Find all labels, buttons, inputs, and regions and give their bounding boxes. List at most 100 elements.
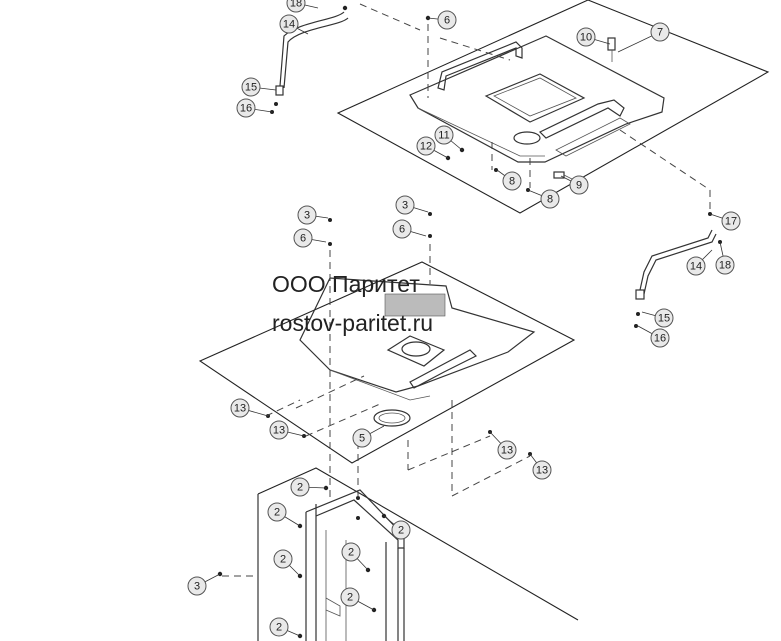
middle-floor-plate	[198, 212, 576, 464]
callout-circle	[654, 308, 674, 328]
callout-c17: 17	[709, 211, 741, 231]
callout-c18b: 18	[715, 241, 735, 275]
callout-label: 2	[398, 525, 404, 537]
callout-circle	[715, 255, 735, 275]
callout-c5: 5	[352, 425, 385, 448]
callout-c3b: 3	[395, 195, 429, 215]
callout-c13a: 13	[230, 398, 269, 418]
callout-label: 8	[547, 194, 553, 206]
callout-circle	[576, 27, 596, 47]
callout-label: 2	[297, 482, 303, 494]
callout-circle	[721, 211, 741, 231]
callout-label: 6	[444, 15, 450, 27]
callout-label: 13	[501, 445, 513, 457]
callout-c10: 10	[576, 27, 611, 47]
callout-circle	[497, 440, 517, 460]
callout-c6a: 6	[427, 10, 457, 30]
callout-c14a: 14	[279, 14, 309, 35]
callout-label: 2	[276, 622, 282, 634]
callout-c2a: 2	[290, 477, 327, 497]
callout-c18a: 18	[286, 0, 319, 13]
callout-c2g: 2	[269, 617, 301, 637]
callout-circle	[391, 520, 411, 540]
callout-label: 2	[280, 554, 286, 566]
callout-label: 10	[580, 32, 592, 44]
alignment-lines	[222, 3, 711, 577]
callout-circle	[290, 477, 310, 497]
callout-c2e: 2	[341, 542, 369, 571]
callout-c15a: 15	[241, 77, 277, 97]
callout-circle	[297, 205, 317, 225]
callout-group: 18 6 14 10 7 15 16 11 12 8 9 8 17 3 3 6 6 14 18 15 16 13 13 5 13…	[187, 0, 741, 637]
callout-c9: 9	[560, 175, 589, 195]
callout-label: 12	[420, 141, 432, 153]
callout-label: 11	[438, 130, 449, 142]
callout-label: 3	[304, 210, 310, 222]
callout-circle	[273, 549, 293, 569]
callout-c7: 7	[617, 22, 670, 53]
callout-circle	[502, 171, 522, 191]
callout-label: 3	[402, 200, 408, 212]
callout-c3a: 3	[297, 205, 329, 225]
callout-label: 16	[240, 103, 252, 115]
callout-c2c: 2	[383, 515, 411, 540]
callout-c12: 12	[416, 136, 449, 159]
callout-circle	[187, 576, 207, 596]
callout-label: 6	[300, 233, 306, 245]
callout-c13b: 13	[269, 420, 305, 440]
callout-circle	[352, 428, 372, 448]
callout-label: 7	[657, 27, 663, 39]
callout-label: 16	[654, 333, 666, 345]
callout-c15b: 15	[641, 308, 674, 328]
callout-circle	[269, 617, 289, 637]
watermark-website: rostov-paritet.ru	[272, 310, 434, 336]
callout-c13c: 13	[489, 431, 517, 460]
callout-label: 18	[290, 0, 302, 10]
callout-c16b: 16	[637, 325, 670, 348]
callout-circle	[341, 542, 361, 562]
callout-label: 5	[359, 433, 365, 445]
callout-label: 15	[658, 313, 670, 325]
watermark-company: ООО Паритет	[272, 271, 420, 297]
callout-c2b: 2	[267, 502, 301, 527]
callout-circle	[241, 77, 261, 97]
callout-circle	[230, 398, 250, 418]
cable-assembly-upper	[270, 11, 349, 114]
callout-c8b: 8	[527, 189, 560, 209]
callout-label: 3	[194, 581, 200, 593]
bottom-frame-plate	[217, 467, 579, 641]
callout-label: 17	[725, 216, 737, 228]
callout-circle	[269, 420, 289, 440]
callout-label: 13	[536, 465, 548, 477]
callout-c11: 11	[434, 125, 463, 151]
callout-circle	[286, 0, 306, 13]
callout-c14b: 14	[686, 249, 713, 276]
callout-circle	[395, 195, 415, 215]
callout-label: 8	[509, 176, 515, 188]
callout-circle	[392, 219, 412, 239]
callout-label: 15	[245, 82, 257, 94]
callout-circle	[650, 328, 670, 348]
callout-label: 14	[283, 19, 295, 31]
callout-label: 2	[274, 507, 280, 519]
callout-circle	[532, 460, 552, 480]
callout-circle	[437, 10, 457, 30]
callout-label: 13	[234, 403, 246, 415]
callout-c8a: 8	[496, 169, 522, 191]
callout-circle	[686, 256, 706, 276]
callout-label: 9	[576, 180, 582, 192]
callout-circle	[293, 228, 313, 248]
callout-label: 2	[348, 547, 354, 559]
callout-c6c: 6	[392, 219, 427, 239]
callout-circle	[434, 125, 454, 145]
callout-circle	[540, 189, 560, 209]
callout-label: 18	[719, 260, 731, 272]
callout-label: 2	[347, 592, 353, 604]
cable-assembly-lower	[634, 212, 722, 328]
callout-circle	[416, 136, 436, 156]
callout-c2d: 2	[273, 549, 301, 577]
callout-label: 6	[399, 224, 405, 236]
callout-label: 13	[273, 425, 285, 437]
callout-circle	[650, 22, 670, 42]
